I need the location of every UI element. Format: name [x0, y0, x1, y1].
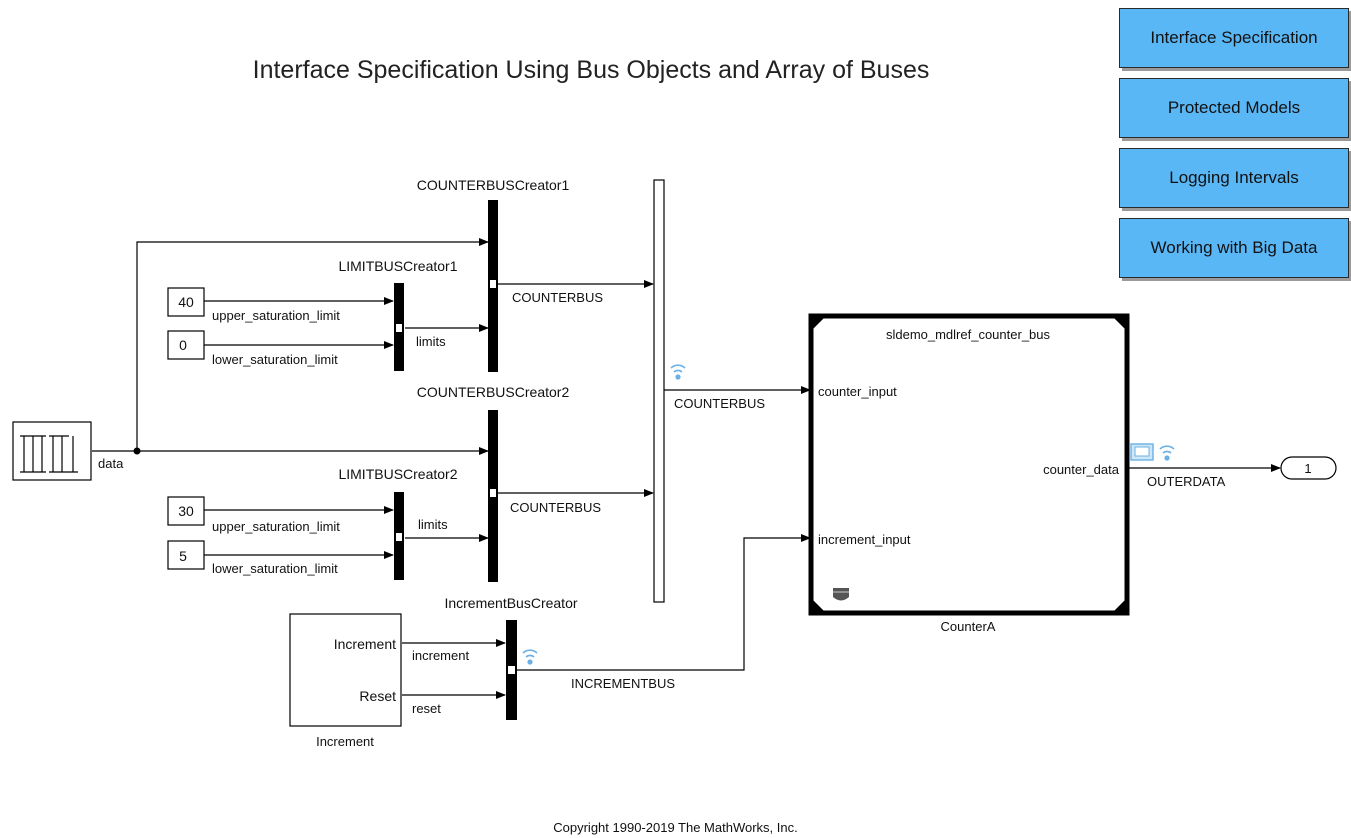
constant-block-upper-2[interactable]: 30: [167, 496, 205, 526]
signal-label-upper-2: upper_saturation_limit: [212, 519, 340, 534]
copyright-notice: Copyright 1990-2019 The MathWorks, Inc.: [553, 820, 798, 835]
port-label-counter-input: counter_input: [818, 384, 897, 399]
signal-label-upper-1: upper_saturation_limit: [212, 308, 340, 323]
counter-bus-creator-2[interactable]: [488, 410, 498, 582]
signal-label-data: data: [98, 456, 124, 471]
increment-block-name: Increment: [316, 734, 374, 749]
signal-logging-icon: [1159, 445, 1175, 461]
model-reference-name: sldemo_mdlref_counter_bus: [886, 327, 1051, 342]
limit-bus-creator-1-name: LIMITBUSCreator1: [338, 258, 457, 274]
port-label-reset: Reset: [359, 688, 396, 704]
signal-label-counterbus-out: COUNTERBUS: [674, 396, 765, 411]
port-label-increment-input: increment_input: [818, 532, 911, 547]
signal-label-increment: increment: [412, 648, 469, 663]
port-label-counter-data: counter_data: [1043, 462, 1120, 477]
working-with-big-data-button[interactable]: Working with Big Data: [1119, 218, 1349, 278]
signal-label-counterbus-1: COUNTERBUS: [512, 290, 603, 305]
signal-logging-icon: [522, 649, 538, 665]
port-label-increment: Increment: [334, 636, 396, 652]
limit-bus-creator-2-name: LIMITBUSCreator2: [338, 466, 457, 482]
signal-label-outerdata: OUTERDATA: [1147, 474, 1226, 489]
outport-block[interactable]: 1: [1280, 456, 1337, 480]
limit-bus-creator-2[interactable]: [394, 492, 404, 580]
signal-builder-icon: [20, 435, 78, 473]
increment-bus-creator[interactable]: [506, 620, 517, 720]
signal-label-limits-2: limits: [418, 517, 448, 532]
signal-label-counterbus-2: COUNTERBUS: [510, 500, 601, 515]
signal-lines: [92, 238, 1281, 699]
constant-block-upper-1[interactable]: 40: [167, 287, 205, 317]
signal-builder-block[interactable]: [12, 421, 92, 481]
model-reference-block[interactable]: sldemo_mdlref_counter_bus counter_input …: [808, 313, 1130, 616]
outport-number: 1: [1304, 461, 1311, 476]
constant-block-lower-1[interactable]: 0: [167, 330, 205, 360]
diagram-title: Interface Specification Using Bus Object…: [252, 56, 930, 84]
limit-bus-creator-1[interactable]: [394, 283, 404, 371]
signal-logging-icon: [670, 364, 686, 380]
branch-point: [133, 447, 141, 455]
counter-bus-creator-1[interactable]: [488, 200, 498, 372]
increment-bus-creator-name: IncrementBusCreator: [444, 595, 577, 611]
signal-viewer-icon: [1130, 443, 1154, 461]
constant-value: 0: [179, 337, 187, 353]
protected-models-button[interactable]: Protected Models: [1119, 78, 1349, 138]
signal-label-limits-1: limits: [416, 334, 446, 349]
logging-intervals-button[interactable]: Logging Intervals: [1119, 148, 1349, 208]
protected-model-shield-icon: [833, 588, 849, 601]
signal-label-reset: reset: [412, 701, 441, 716]
interface-specification-button[interactable]: Interface Specification: [1119, 8, 1349, 68]
signal-label-lower-2: lower_saturation_limit: [212, 561, 338, 576]
signal-label-lower-1: lower_saturation_limit: [212, 352, 338, 367]
counter-bus-creator-2-name: COUNTERBUSCreator2: [417, 384, 570, 400]
constant-value: 30: [178, 503, 194, 519]
model-reference-block-name: CounterA: [941, 619, 996, 634]
vector-concatenate-block[interactable]: [653, 179, 665, 603]
increment-subsystem[interactable]: Increment Reset: [289, 613, 402, 727]
constant-value: 5: [179, 548, 187, 564]
counter-bus-creator-1-name: COUNTERBUSCreator1: [417, 177, 570, 193]
constant-value: 40: [178, 294, 194, 310]
signal-label-incrementbus: INCREMENTBUS: [571, 676, 675, 691]
constant-block-lower-2[interactable]: 5: [167, 540, 205, 570]
